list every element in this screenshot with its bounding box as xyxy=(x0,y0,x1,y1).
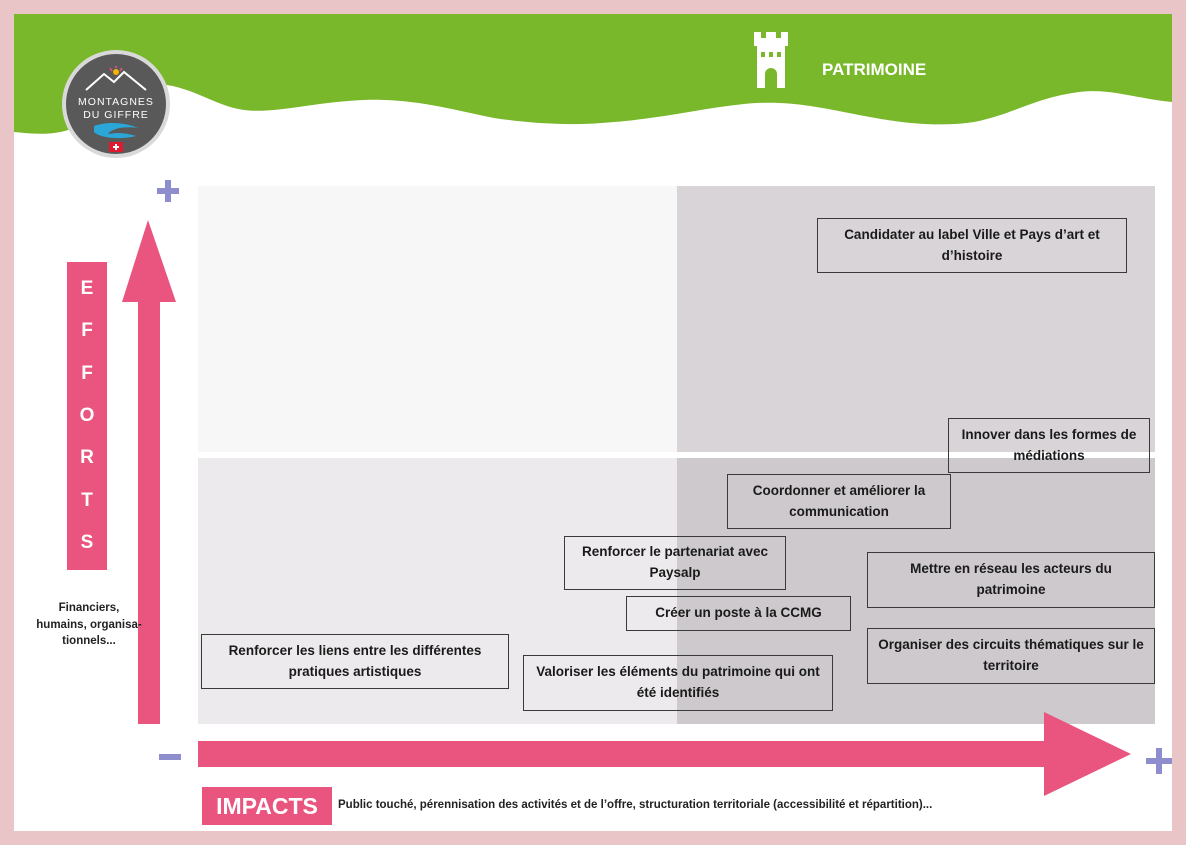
quadrant-top-right xyxy=(677,186,1155,452)
action-box: Candidater au label Ville et Pays d’art … xyxy=(817,218,1127,273)
mountain-icon xyxy=(85,66,147,91)
page-title: PATRIMOINE xyxy=(822,60,927,79)
logo-line-2: DU GIFFRE xyxy=(83,109,149,121)
action-box: Créer un poste à la CCMG xyxy=(626,596,851,631)
efforts-letter: E xyxy=(80,278,94,300)
efforts-letter: T xyxy=(81,489,93,511)
plus-sign xyxy=(1156,748,1162,774)
quadrant-top-left xyxy=(198,186,677,452)
efforts-letter: S xyxy=(80,531,94,553)
logo-line-1: MONTAGNES xyxy=(78,96,154,108)
quadrant-bottom-left xyxy=(198,458,677,724)
page-frame: MONTAGNES DU GIFFRE PATRIMOINE Candidate… xyxy=(14,14,1172,831)
efforts-letter: F xyxy=(81,320,93,342)
efforts-label: E F F O R T S xyxy=(67,262,107,570)
axes-layer xyxy=(122,180,1172,796)
action-box: Renforcer les liens entre les différente… xyxy=(201,634,509,689)
tower-icon xyxy=(754,32,788,88)
efforts-letter: F xyxy=(81,362,93,384)
quadrant-bottom-right xyxy=(677,458,1155,724)
minus-sign xyxy=(159,754,181,760)
impacts-label: IMPACTS xyxy=(202,787,332,825)
flag-icon xyxy=(109,142,123,152)
action-box: Valoriser les éléments du patrimoine qui… xyxy=(523,655,833,711)
action-box: Organiser des circuits thématiques sur l… xyxy=(867,628,1155,684)
efforts-letter: R xyxy=(80,447,94,469)
efforts-letter: O xyxy=(79,404,95,426)
plus-sign xyxy=(165,180,171,202)
wave-icon xyxy=(94,122,138,139)
header-banner xyxy=(14,14,1172,134)
action-box: Coordonner et améliorer la communication xyxy=(727,474,951,529)
impacts-axis-arrow xyxy=(198,712,1131,796)
action-box: Innover dans les formes de médiations xyxy=(948,418,1150,473)
montagnes-du-giffre-logo: MONTAGNES DU GIFFRE xyxy=(62,50,170,158)
action-box: Renforcer le partenariat avec Paysalp xyxy=(564,536,786,590)
efforts-description: Financiers, humains, organisa-tionnels..… xyxy=(36,602,142,648)
impacts-description: Public touché, pérennisation des activit… xyxy=(338,799,933,811)
efforts-axis-arrow xyxy=(122,220,176,724)
action-box: Mettre en réseau les acteurs du patrimoi… xyxy=(867,552,1155,608)
